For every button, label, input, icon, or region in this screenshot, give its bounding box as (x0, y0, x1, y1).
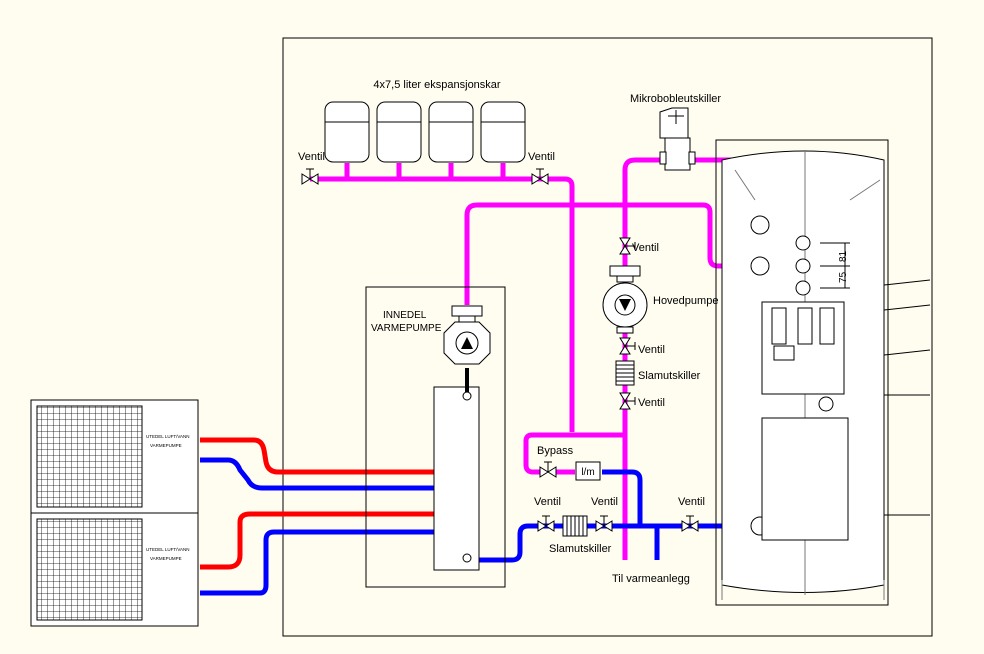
indoor-unit (365, 286, 506, 588)
fan-grid (36, 405, 143, 508)
indoor-pump (443, 305, 491, 365)
valve-icon (619, 337, 636, 355)
outdoor-unit-label: VARMEPUMPE (150, 556, 182, 561)
indoor-unit-label: INNEDEL (383, 310, 427, 321)
expansion-tanks (324, 101, 526, 163)
valve-label: Ventil (591, 496, 618, 508)
valve-label: Ventil (534, 496, 561, 508)
valve-label: Ventil (298, 151, 325, 163)
outdoor-unit-label: UTEDEL LUFT/VANN (146, 547, 190, 552)
heat-exchanger (433, 386, 480, 571)
indoor-unit-label: VARMEPUMPE (371, 323, 442, 334)
main-pump-label: Hovedpumpe (653, 295, 718, 307)
valve-icon (539, 461, 557, 478)
outdoor-unit-label: VARMEPUMPE (150, 443, 182, 448)
valve-icon (531, 168, 549, 185)
valve-icon (681, 515, 699, 532)
valve-icon (619, 237, 636, 255)
return-pipes (200, 457, 760, 596)
valve-icon (619, 392, 636, 410)
sludge-separator-label: Slamutskiller (549, 543, 612, 555)
microbubble-separator-label: Mikrobobleutskiller (630, 93, 721, 105)
valve-label: Ventil (678, 496, 705, 508)
sludge-separator (615, 360, 635, 386)
valve-label: Ventil (638, 397, 665, 409)
valve-label: Ventil (632, 242, 659, 254)
buffer-tank (715, 139, 931, 606)
heat-exchanger-port (462, 391, 472, 401)
expansion-tank (376, 101, 422, 163)
microbubble-separator (659, 107, 696, 171)
valve-label: Ventil (528, 151, 555, 163)
dimension-label: 75 (838, 271, 849, 283)
valve-label: Ventil (638, 344, 665, 356)
sludge-separator (562, 515, 588, 537)
expansion-tank (324, 101, 370, 163)
valves (301, 168, 771, 532)
expansion-tank (428, 101, 474, 163)
fan-grid (36, 518, 143, 621)
valve-icon (301, 168, 319, 185)
dimension-label: 81 (838, 250, 849, 262)
supply-pipes (200, 437, 435, 570)
bypass-label: Bypass (537, 445, 574, 457)
outdoor-unit (30, 512, 199, 627)
outdoor-unit-label: UTEDEL LUFT/VANN (146, 434, 190, 439)
sludge-separator-label: Slamutskiller (638, 370, 701, 382)
heat-exchanger-port (462, 553, 472, 563)
flow-meter-label: l/m (581, 467, 594, 478)
valve-icon (595, 515, 613, 532)
valve-icon (537, 515, 555, 532)
to-heating-system-label: Til varmeanlegg (612, 573, 690, 585)
flow-meter (575, 461, 601, 481)
expansion-tank (480, 101, 526, 163)
main-pump (602, 265, 648, 334)
main-frame (282, 37, 933, 637)
outdoor-unit (30, 399, 199, 514)
expansion-tanks-label: 4x7,5 liter ekspansjonskar (373, 79, 501, 91)
